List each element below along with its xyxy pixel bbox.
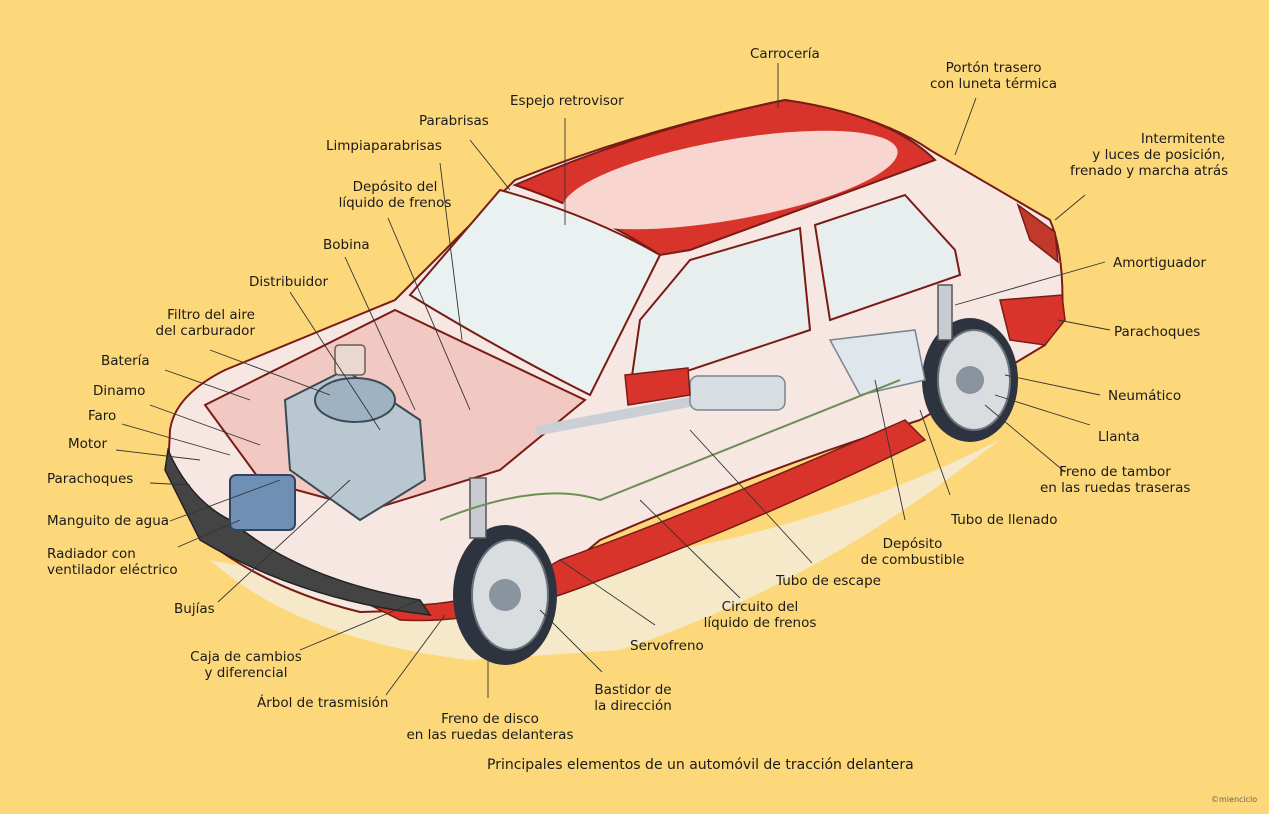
label-neumatico: Neumático bbox=[1108, 388, 1181, 404]
muffler bbox=[689, 375, 786, 411]
fuel-tank bbox=[828, 329, 926, 396]
label-line: Parachoques bbox=[1114, 324, 1201, 340]
roof-highlight bbox=[562, 130, 898, 230]
leader-lines bbox=[115, 63, 1111, 698]
label-line: Portón trasero bbox=[945, 60, 1042, 76]
label-line: Bastidor de bbox=[594, 682, 672, 698]
label-line: Motor bbox=[68, 436, 108, 452]
label-line: Espejo retrovisor bbox=[510, 93, 624, 109]
label-espejo-retrovisor: Espejo retrovisor bbox=[510, 93, 624, 109]
label-line: Freno de tambor bbox=[1059, 464, 1171, 480]
label-tubo-escape: Tubo de escape bbox=[776, 573, 881, 589]
rear-spring bbox=[937, 284, 953, 341]
label-carroceria: Carrocería bbox=[750, 46, 820, 62]
label-line: Tubo de llenado bbox=[951, 512, 1058, 528]
label-line: Circuito del bbox=[721, 599, 799, 615]
label-line: del carburador bbox=[155, 323, 256, 339]
label-line: líquido de frenos bbox=[338, 195, 452, 211]
label-line: de combustible bbox=[860, 552, 965, 568]
label-distribuidor: Distribuidor bbox=[249, 274, 328, 290]
front-spring bbox=[469, 477, 487, 539]
label-arbol-trasmision: Árbol de trasmisión bbox=[257, 695, 388, 711]
front-wheel bbox=[453, 525, 557, 665]
label-line: Árbol de trasmisión bbox=[257, 695, 389, 711]
windshield bbox=[408, 188, 662, 397]
label-bobina: Bobina bbox=[323, 237, 370, 253]
diagram-caption: Principales elementos de un automóvil de… bbox=[487, 757, 914, 773]
brake-line bbox=[439, 379, 901, 521]
label-limpiaparabrisas: Limpiaparabrisas bbox=[326, 138, 442, 154]
label-parachoques-trasero: Parachoques bbox=[1114, 324, 1200, 340]
label-line: la dirección bbox=[594, 698, 672, 714]
label-motor: Motor bbox=[68, 436, 107, 452]
label-bateria: Batería bbox=[101, 353, 150, 369]
rear-side-window bbox=[813, 193, 962, 322]
label-dinamo: Dinamo bbox=[93, 383, 145, 399]
label-servofreno: Servofreno bbox=[630, 638, 704, 654]
label-parachoques-delantero: Parachoques bbox=[47, 471, 133, 487]
air-filter bbox=[314, 377, 396, 423]
label-line: Batería bbox=[101, 353, 150, 369]
label-line: Intermitente bbox=[1140, 131, 1225, 147]
battery-part bbox=[334, 344, 366, 376]
label-line: con luneta térmica bbox=[930, 76, 1058, 92]
label-line: Filtro del aire bbox=[167, 307, 255, 323]
label-line: Carrocería bbox=[750, 46, 820, 62]
label-line: Servofreno bbox=[630, 638, 704, 654]
front-bumper bbox=[164, 447, 432, 616]
label-line: Freno de disco bbox=[441, 711, 539, 727]
label-line: Llanta bbox=[1098, 429, 1140, 445]
label-parabrisas: Parabrisas bbox=[419, 113, 489, 129]
label-tubo-llenado: Tubo de llenado bbox=[951, 512, 1058, 528]
label-line: Bujías bbox=[174, 601, 215, 617]
label-line: Neumático bbox=[1108, 388, 1182, 404]
label-llanta: Llanta bbox=[1098, 429, 1140, 445]
label-line: Amortiguador bbox=[1113, 255, 1207, 271]
label-line: Dinamo bbox=[93, 383, 146, 399]
label-line: y diferencial bbox=[204, 665, 288, 681]
label-line: Radiador con bbox=[47, 546, 136, 562]
label-line: Bobina bbox=[323, 237, 370, 253]
label-faro: Faro bbox=[88, 408, 116, 424]
label-line: Faro bbox=[88, 408, 117, 424]
side-mirror bbox=[624, 367, 691, 406]
label-line: ventilador eléctrico bbox=[47, 562, 178, 578]
credit-text: ©mienciclo bbox=[1211, 795, 1258, 804]
label-line: Depósito bbox=[882, 536, 943, 552]
label-amortiguador: Amortiguador bbox=[1113, 255, 1206, 271]
label-bujias: Bujías bbox=[174, 601, 215, 617]
label-line: en las ruedas traseras bbox=[1040, 480, 1191, 496]
rear-bumper bbox=[999, 294, 1066, 346]
radiator-part bbox=[229, 474, 296, 531]
label-line: en las ruedas delanteras bbox=[406, 727, 574, 743]
label-manguito-agua: Manguito de agua bbox=[47, 513, 169, 529]
tail-light bbox=[1016, 202, 1059, 264]
label-line: Tubo de escape bbox=[776, 573, 881, 589]
rear-wheel bbox=[922, 318, 1018, 442]
label-line: Parabrisas bbox=[419, 113, 489, 129]
label-line: Manguito de agua bbox=[47, 513, 170, 529]
label-line: y luces de posición, bbox=[1092, 147, 1225, 163]
label-line: líquido de frenos bbox=[703, 615, 817, 631]
label-line: Distribuidor bbox=[249, 274, 329, 290]
label-line: Depósito del bbox=[352, 179, 438, 195]
label-line: Caja de cambios bbox=[190, 649, 302, 665]
label-line: Parachoques bbox=[47, 471, 134, 487]
label-line: Limpiaparabrisas bbox=[326, 138, 442, 154]
label-line: frenado y marcha atrás bbox=[1070, 163, 1229, 179]
